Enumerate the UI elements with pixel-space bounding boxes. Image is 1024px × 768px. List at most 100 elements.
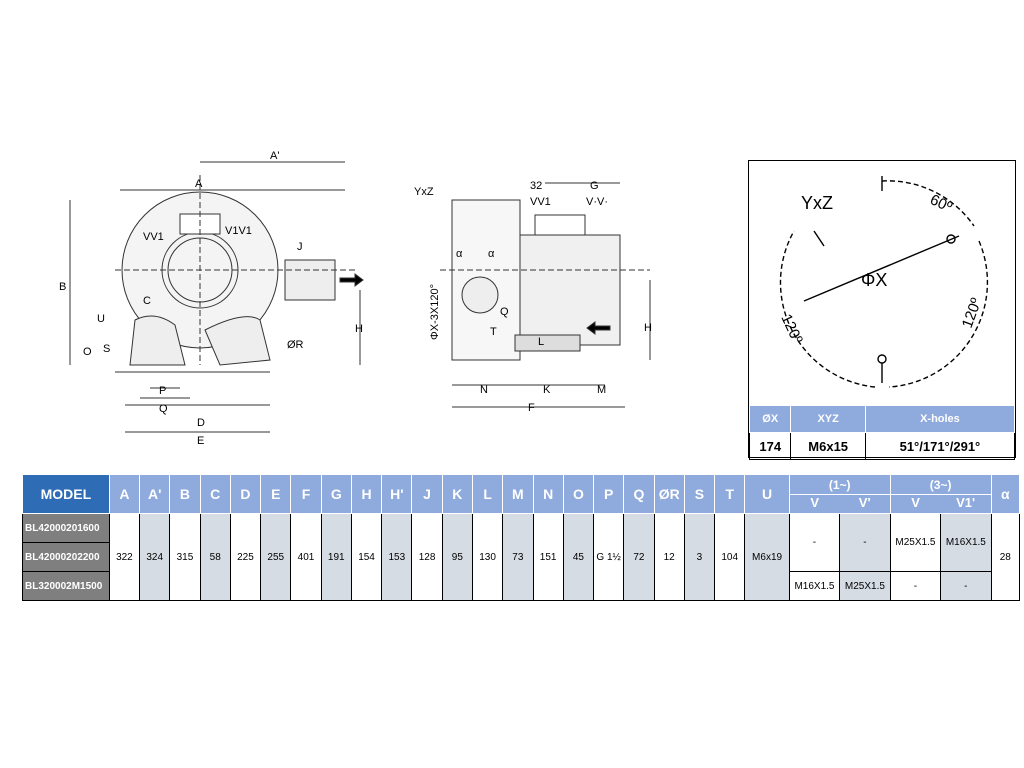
holes-label-120-right: 120º bbox=[959, 295, 986, 330]
cell-f: 401 bbox=[290, 513, 322, 601]
col-header: M bbox=[502, 474, 534, 514]
model-name: BL320002M1500 bbox=[22, 571, 110, 601]
col-header: G bbox=[320, 474, 352, 514]
col-header: D bbox=[229, 474, 262, 514]
col-header: L bbox=[471, 474, 504, 514]
cell-1ph-v: - bbox=[788, 513, 841, 572]
cell-g: 191 bbox=[320, 513, 352, 601]
cell-t: 104 bbox=[714, 513, 746, 601]
table-header-row: MODEL A A' B C D E F G H H' J K L M N O … bbox=[22, 474, 1021, 514]
side-view-drawing: YxZ 32 G VV1 V·V· α α ΦX-3X120° Q T L H … bbox=[414, 180, 652, 414]
phase3-label: (3~) bbox=[890, 478, 991, 495]
col-header: A bbox=[108, 474, 141, 514]
cell-a: 322 bbox=[108, 513, 141, 601]
cell-1ph-v: M16X1.5 bbox=[788, 571, 841, 601]
table-row: BL320002M1500 M16X1.5 M25X1.5 - - bbox=[22, 571, 1020, 601]
side-dim-q: Q bbox=[500, 306, 509, 318]
front-dim-e: E bbox=[197, 435, 204, 447]
side-dim-m: M bbox=[597, 384, 606, 396]
col-header: B bbox=[169, 474, 201, 514]
model-dimension-table: MODEL A A' B C D E F G H H' J K L M N O … bbox=[22, 474, 1021, 601]
col-header: O bbox=[562, 474, 595, 514]
col-header: Q bbox=[623, 474, 655, 514]
side-label-phix-holes: ΦX-3X120° bbox=[429, 284, 441, 340]
front-label-v1v1: V1V1 bbox=[225, 225, 252, 237]
col-header: E bbox=[260, 474, 292, 514]
holes-value-phix: 174 bbox=[748, 432, 792, 460]
cell-1ph-v-prime: - bbox=[839, 513, 891, 572]
holes-label-phix: ΦX bbox=[861, 270, 887, 290]
phase1-sub-v: V bbox=[810, 495, 820, 510]
cell-s: 3 bbox=[683, 513, 716, 601]
col-header: P bbox=[593, 474, 625, 514]
col-header-alpha: α bbox=[990, 474, 1021, 514]
side-label-alpha-right: α bbox=[488, 248, 495, 260]
cell-l: 130 bbox=[471, 513, 504, 601]
cell-m: 73 bbox=[502, 513, 534, 601]
cell-b: 315 bbox=[169, 513, 201, 601]
side-label-vv1: VV1 bbox=[530, 196, 551, 208]
cell-c: 58 bbox=[199, 513, 231, 601]
col-header: N bbox=[532, 474, 564, 514]
cell-k: 95 bbox=[441, 513, 473, 601]
cell-e: 255 bbox=[260, 513, 292, 601]
col-header: C bbox=[199, 474, 231, 514]
col-header: K bbox=[441, 474, 473, 514]
cell-u: M6x19 bbox=[744, 513, 790, 601]
holes-header-xyz: XYZ bbox=[790, 405, 866, 433]
front-view-drawing: A' A B VV1 V1V1 J C U O S P Q D E ØR H bbox=[59, 150, 364, 447]
col-header: U bbox=[744, 474, 790, 514]
flange-holes-panel: YxZ ΦX 60º 120º 120º ØX XYZ X-holes 174 … bbox=[748, 160, 1016, 460]
front-dim-p: P bbox=[159, 385, 166, 397]
col-header: S bbox=[683, 474, 716, 514]
front-dim-r: ØR bbox=[287, 339, 304, 351]
col-header: T bbox=[714, 474, 746, 514]
side-dim-k: K bbox=[543, 384, 551, 396]
front-dim-u: U bbox=[97, 313, 105, 325]
col-header-phase3: (3~) V V1' bbox=[889, 474, 992, 514]
front-dim-a-prime: A' bbox=[270, 150, 279, 162]
cell-p: G 1½ bbox=[593, 513, 625, 601]
holes-value-xholes: 51°/171°/291° bbox=[864, 432, 1016, 460]
cell-n: 151 bbox=[532, 513, 564, 601]
front-dim-h: H bbox=[355, 323, 363, 335]
phase3-sub-v: V bbox=[911, 495, 920, 510]
side-dim-g: G bbox=[590, 180, 599, 192]
holes-value-xyz: M6x15 bbox=[790, 432, 866, 460]
col-header: ØR bbox=[653, 474, 685, 514]
holes-label-120-left: 120º bbox=[777, 312, 806, 347]
model-name: BL42000202200 bbox=[22, 542, 110, 572]
front-dim-c: C bbox=[143, 295, 151, 307]
model-name: BL42000201600 bbox=[22, 513, 110, 543]
phase1-label: (1~) bbox=[789, 478, 890, 495]
front-dim-j: J bbox=[297, 241, 303, 253]
cell-3ph-v: M25X1.5 bbox=[889, 513, 942, 572]
col-header-phase1: (1~) V V' bbox=[788, 474, 891, 514]
cell-1ph-v-prime: M25X1.5 bbox=[839, 571, 891, 601]
holes-header-xholes: X-holes bbox=[864, 405, 1016, 433]
phase3-sub-v1-prime: V1' bbox=[956, 495, 976, 510]
phase1-sub-v-prime: V' bbox=[858, 495, 871, 510]
col-header: H bbox=[350, 474, 383, 514]
cell-j: 128 bbox=[411, 513, 443, 601]
holes-header-phix: ØX bbox=[748, 405, 792, 433]
cell-q: 72 bbox=[623, 513, 655, 601]
side-dim-32: 32 bbox=[530, 180, 542, 192]
side-label-yxz: YxZ bbox=[414, 186, 434, 198]
side-dim-l: L bbox=[538, 336, 544, 348]
cell-d: 225 bbox=[229, 513, 262, 601]
front-dim-a: A bbox=[195, 178, 203, 190]
col-header: H' bbox=[381, 474, 413, 514]
side-dim-n: N bbox=[480, 384, 488, 396]
cell-alpha: 28 bbox=[990, 513, 1021, 601]
front-dim-b: B bbox=[59, 281, 66, 293]
front-dim-s: S bbox=[103, 343, 110, 355]
front-dim-q: Q bbox=[159, 403, 168, 415]
col-header: A' bbox=[139, 474, 171, 514]
cell-3ph-v1-prime: - bbox=[940, 571, 992, 601]
cell-3ph-v1-prime: M16X1.5 bbox=[940, 513, 992, 572]
side-dim-h: H bbox=[644, 322, 652, 334]
front-label-vv1: VV1 bbox=[143, 231, 164, 243]
front-dim-o: O bbox=[83, 346, 92, 358]
col-header: F bbox=[290, 474, 322, 514]
